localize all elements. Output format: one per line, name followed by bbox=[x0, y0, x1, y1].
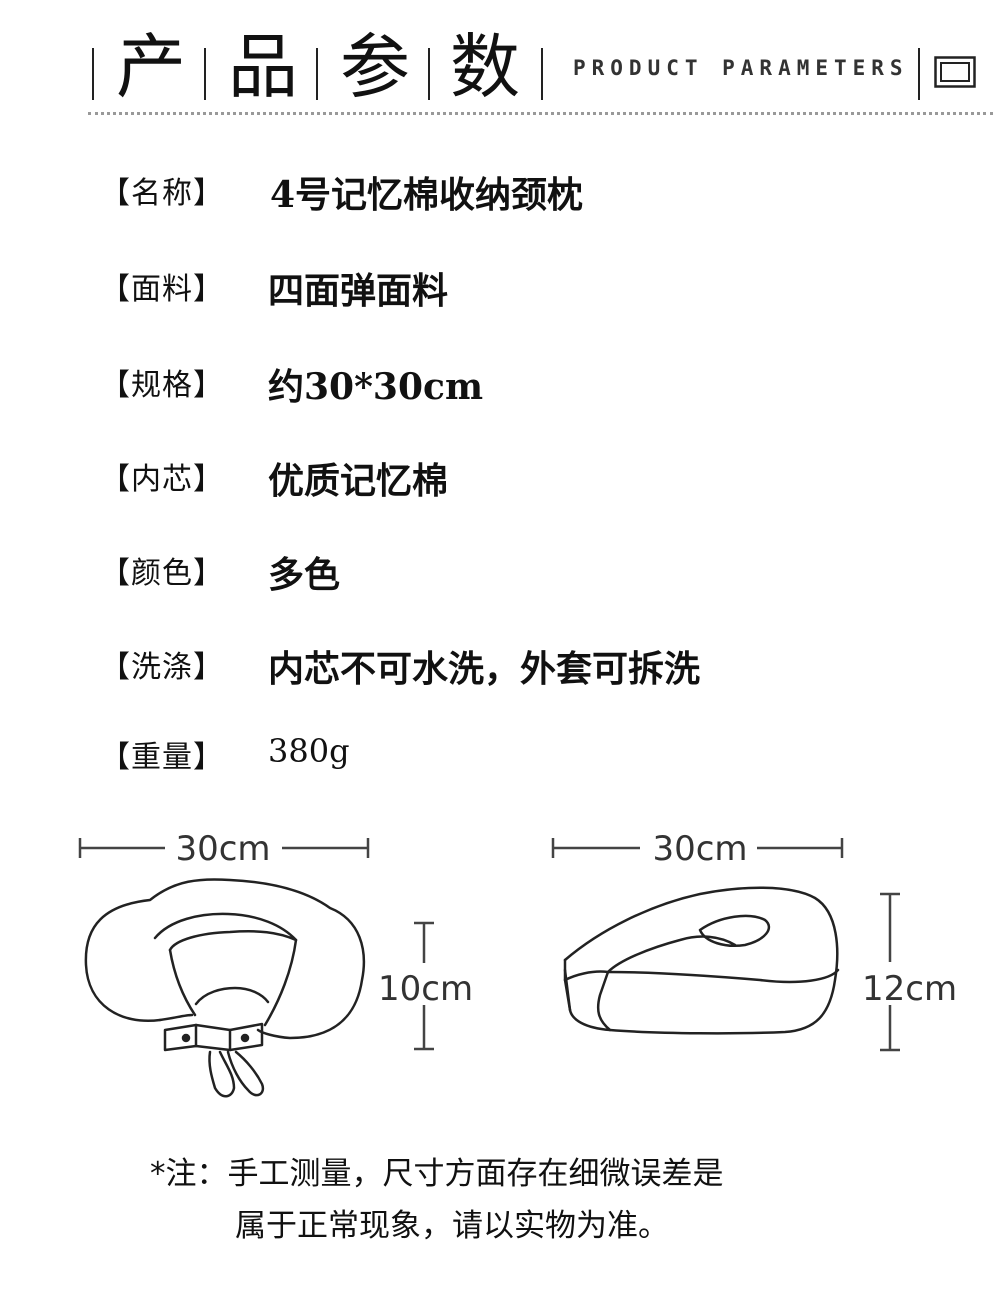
param-label: 【规格】 bbox=[100, 368, 224, 403]
param-label: 【面料】 bbox=[100, 272, 224, 307]
param-value: 内芯不可水洗，外套可拆洗 bbox=[268, 648, 701, 690]
param-label: 【洗涤】 bbox=[100, 650, 224, 685]
divider-bar bbox=[918, 48, 920, 100]
title-char: 参 bbox=[340, 26, 410, 108]
frame-icon bbox=[934, 56, 976, 88]
title-char: 产 bbox=[116, 26, 186, 108]
right-height-label: 12cm bbox=[862, 969, 957, 1009]
param-label: 【内芯】 bbox=[100, 462, 224, 497]
left-height-dimension bbox=[414, 921, 434, 1051]
param-value: 四面弹面料 bbox=[268, 270, 449, 312]
param-label: 【名称】 bbox=[100, 176, 224, 211]
param-label: 【颜色】 bbox=[100, 556, 224, 591]
divider-bar bbox=[92, 48, 94, 100]
divider-bar bbox=[316, 48, 318, 100]
title-char: 品 bbox=[228, 26, 298, 108]
measurement-note: *注：手工测量，尺寸方面存在细微误差是 属于正常现象，请以实物为准。 bbox=[150, 1148, 910, 1252]
param-row-weight: 【重量】 380g bbox=[0, 730, 1000, 790]
right-width-dimension bbox=[551, 838, 844, 858]
divider-bar bbox=[541, 48, 543, 100]
param-value: 优质记忆棉 bbox=[268, 460, 449, 502]
param-row-size: 【规格】 约30*30cm bbox=[0, 358, 1000, 418]
dimension-diagram: 30cm 10cm 30cm bbox=[78, 829, 957, 1098]
param-row-washing: 【洗涤】 内芯不可水洗，外套可拆洗 bbox=[0, 640, 1000, 700]
header: 产 品 参 数 PRODUCT PARAMETERS bbox=[0, 20, 1000, 115]
note-line-1: *注：手工测量，尺寸方面存在细微误差是 bbox=[150, 1156, 724, 1192]
param-row-name: 【名称】 4号记忆棉收纳颈枕 bbox=[0, 166, 1000, 226]
pillow-side-illustration bbox=[563, 886, 840, 1035]
right-width-label: 30cm bbox=[652, 829, 747, 869]
title-char: 数 bbox=[450, 26, 520, 108]
page-subtitle: PRODUCT PARAMETERS bbox=[573, 56, 909, 80]
param-label: 【重量】 bbox=[100, 740, 224, 775]
param-row-core: 【内芯】 优质记忆棉 bbox=[0, 452, 1000, 512]
param-value: 4号记忆棉收纳颈枕 bbox=[270, 174, 584, 216]
param-row-color: 【颜色】 多色 bbox=[0, 546, 1000, 606]
param-row-fabric: 【面料】 四面弹面料 bbox=[0, 262, 1000, 322]
left-width-label: 30cm bbox=[175, 829, 270, 869]
param-value: 380g bbox=[268, 732, 350, 770]
divider-bar bbox=[428, 48, 430, 100]
left-width-dimension bbox=[78, 838, 370, 858]
param-value: 多色 bbox=[268, 554, 341, 596]
header-divider bbox=[88, 112, 993, 115]
left-height-label: 10cm bbox=[378, 969, 473, 1009]
note-line-2: 属于正常现象，请以实物为准。 bbox=[235, 1208, 669, 1244]
pillow-front-illustration bbox=[84, 878, 366, 1098]
divider-bar bbox=[204, 48, 206, 100]
right-height-dimension bbox=[880, 892, 900, 1052]
param-value: 约30*30cm bbox=[268, 366, 484, 408]
